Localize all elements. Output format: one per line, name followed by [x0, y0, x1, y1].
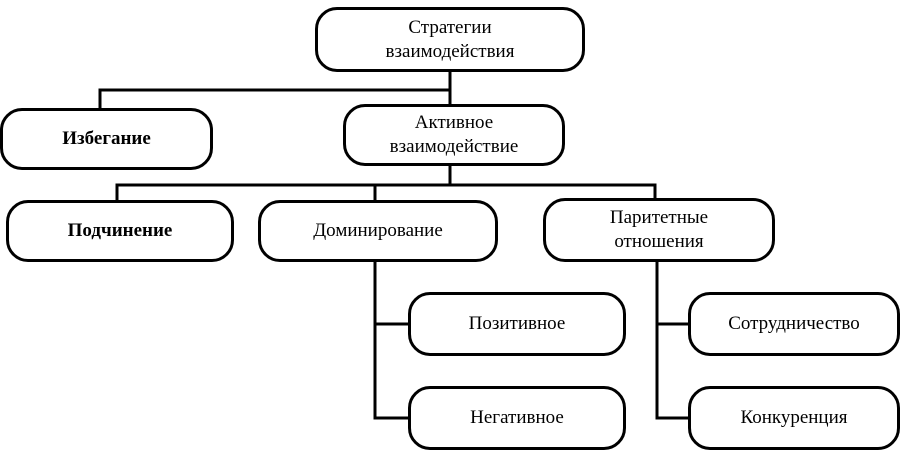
avoidance-box: Избегание — [0, 108, 213, 170]
submission-box: Подчинение — [6, 200, 234, 262]
avoidance-label: Избегание — [62, 128, 151, 149]
competition-label: Конкуренция — [740, 407, 848, 428]
negative-label: Негативное — [470, 407, 564, 428]
competition-box: Конкуренция — [688, 386, 900, 450]
positive-label: Позитивное — [468, 313, 566, 334]
submission-label: Подчинение — [67, 220, 173, 241]
positive-box: Позитивное — [408, 292, 626, 356]
domination-box: Доминирование — [258, 200, 498, 262]
root-box: Стратегии взаимодействия — [315, 7, 585, 72]
active-interaction-box: Активное взаимодействие — [343, 104, 565, 166]
parity-label: Паритетные отношения — [609, 207, 709, 252]
negative-box: Негативное — [408, 386, 626, 450]
cooperation-box: Сотрудничество — [688, 292, 900, 356]
active-interaction-label: Активное взаимодействие — [389, 112, 519, 157]
parity-box: Паритетные отношения — [543, 198, 775, 262]
root-label: Стратегии взаимодействия — [385, 16, 515, 62]
cooperation-label: Сотрудничество — [728, 313, 860, 334]
domination-label: Доминирование — [313, 220, 443, 241]
